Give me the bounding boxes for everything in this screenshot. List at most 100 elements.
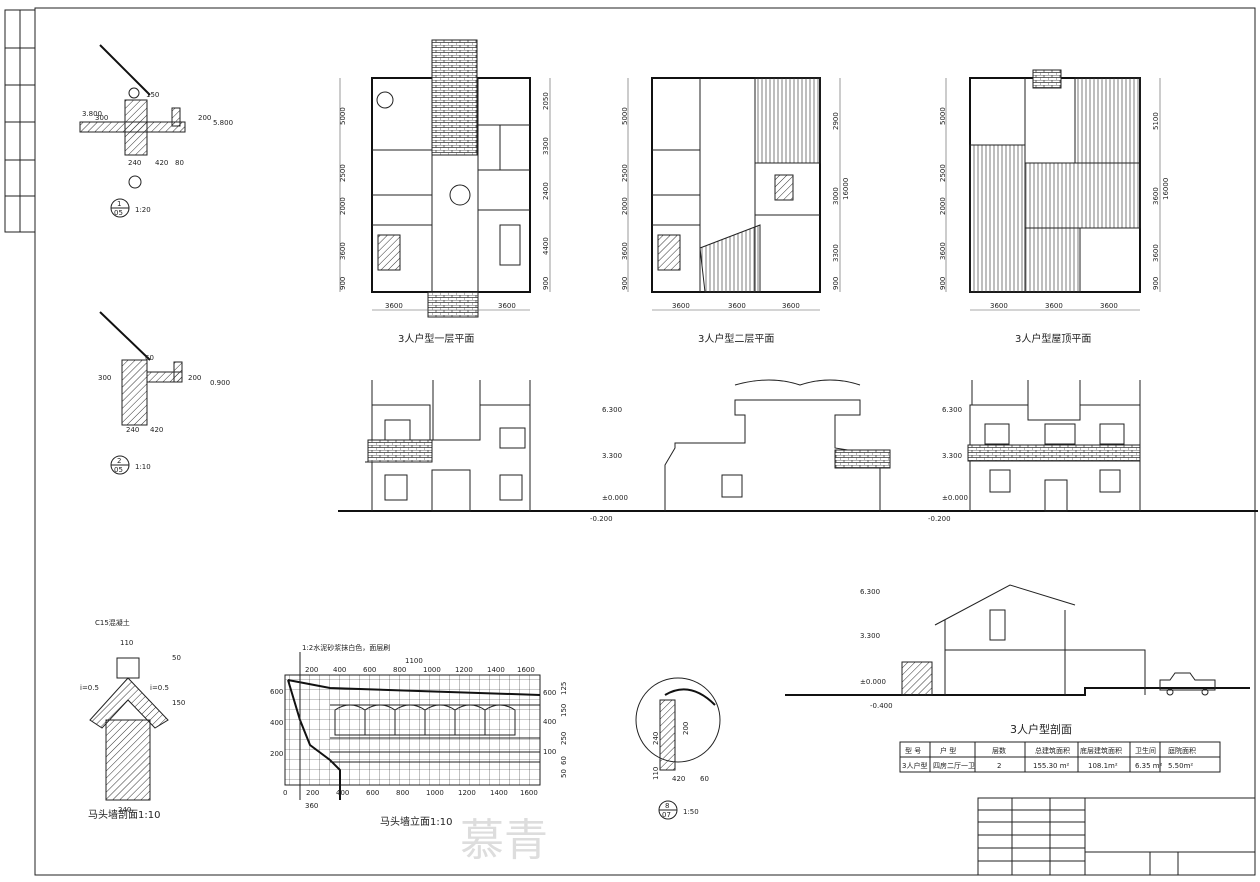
title-block [977,797,1256,876]
drawing-label: 1000 [426,789,444,797]
drawing-label: 2900 [832,112,840,130]
detail-4-ridge-elevation: 1:2水泥砂浆抹白色，面层刷 1100 200 400 600 800 1000… [270,643,568,828]
drawing-label: 0.900 [210,379,230,387]
drawing-label: 200 [270,750,283,758]
drawing-label: 3600 [672,302,690,310]
drawing-label: 6.35 m² [1135,762,1163,770]
drawing-label: 马头墙剖面1:10 [88,808,160,821]
detail-5: 240 110 420 60 200 8 07 1:50 [635,677,721,820]
drawing-label: 3.800 [82,110,102,118]
plan-ground-floor: 3600 3600 5000 2500 2000 3600 900 2050 3… [339,39,551,345]
drawing-label: 3600 [1152,244,1160,262]
drawing-label: 16000 [1162,178,1170,200]
drawing-label: 1400 [490,789,508,797]
drawing-label: 900 [1152,277,1160,290]
drawing-label: 07 [662,811,671,819]
drawing-label: 2400 [542,182,550,200]
drawing-label: 150 [560,704,568,717]
drawing-label: 3.300 [860,632,880,640]
drawing-label: 900 [832,277,840,290]
drawing-label: 200 [305,666,318,674]
drawing-label: 400 [336,789,349,797]
drawing-label: 420 [672,775,685,783]
drawing-label: 1200 [455,666,473,674]
drawing-label: 800 [393,666,406,674]
plan-title: 3人户型屋顶平面 [1015,332,1091,345]
drawing-label: 3600 [339,242,347,260]
drawing-label: 300 [95,114,108,122]
drawing-label: 8 [665,802,669,810]
drawing-label: ±0.000 [860,678,886,686]
drawing-label: 80 [175,159,184,167]
detail-3-ridge-section: C15混凝土 i=0.5 i=0.5 110 50 150 240 马头墙剖面1… [80,618,185,821]
drawing-label: 250 [560,732,568,745]
drawing-label: 3600 [782,302,800,310]
drawing-label: 900 [339,277,347,290]
drawing-label: 5000 [939,107,947,125]
drawing-label: 300 [98,374,111,382]
drawing-label: 2 [997,762,1001,770]
drawing-label: 420 [155,159,168,167]
drawing-label: 200 [198,114,211,122]
drawing-label: i=0.5 [150,684,169,692]
drawing-label: 800 [396,789,409,797]
drawing-label: 150 [172,699,185,707]
building-section: 6.300 3.300 ±0.000 -0.400 3人户型剖面 [785,584,1250,736]
drawing-label: 3600 [990,302,1008,310]
drawing-label: 底层建筑面积 [1080,746,1122,755]
drawing-label: 600 [363,666,376,674]
drawing-label: C15混凝土 [95,618,130,627]
drawing-label: 1100 [405,657,423,665]
drawing-label: 600 [366,789,379,797]
drawing-label: 1:10 [135,463,151,471]
drawing-label: -0.200 [590,515,613,523]
plan-title: 3人户型二层平面 [698,332,774,345]
drawing-label: 2500 [621,164,629,182]
drawing-label: 2500 [939,164,947,182]
drawing-label: -0.400 [870,702,893,710]
drawing-label: 6.300 [602,406,622,414]
drawing-label: 1600 [517,666,535,674]
drawing-label: 16000 [842,178,850,200]
drawing-label: 0 [283,789,287,797]
drawing-label: 360 [305,802,318,810]
drawing-label: 3600 [939,242,947,260]
drawing-label: 110 [652,767,660,780]
drawing-label: 四房二厅一卫 [933,761,975,770]
drawing-label: 5.50m² [1168,762,1193,770]
watermark: 慕青 [460,815,548,866]
drawing-label: 900 [621,277,629,290]
drawing-label: 110 [120,639,133,647]
elevations: 6.300 3.300 ±0.000 -0.200 6.300 3.300 ±0… [338,379,1258,523]
drawing-label: 3600 [728,302,746,310]
drawing-label: 2050 [542,92,550,110]
drawing-label: 200 [682,722,690,735]
drawing-label: 3600 [498,302,516,310]
drawing-label: 3.300 [942,452,962,460]
drawing-label: 2000 [339,197,347,215]
drawing-label: 240 [118,806,131,814]
drawing-label: 600 [270,688,283,696]
drawing-label: -0.200 [928,515,951,523]
drawing-label: 5.800 [213,119,233,127]
drawing-label: ±0.000 [942,494,968,502]
drawing-label: 200 [306,789,319,797]
drawing-label: 1:50 [683,808,699,816]
drawing-label: 60 [700,775,709,783]
drawing-label: 2000 [621,197,629,215]
drawing-label: 05 [114,209,123,217]
drawing-label: 155.30 m² [1033,762,1070,770]
drawing-label: 4400 [542,237,550,255]
plan-roof: 3600 3600 3600 5000 2500 2000 3600 900 5… [939,69,1170,345]
drawing-label: 3300 [542,137,550,155]
drawing-label: 1200 [458,789,476,797]
drawing-label: 100 [543,748,556,756]
drawing-label: 1600 [520,789,538,797]
drawing-label: 1:2水泥砂浆抹白色，面层刷 [302,643,390,652]
plan-second-floor: 3600 3600 3600 5000 2500 2000 3600 900 2… [621,77,850,345]
drawing-label: 240 [126,426,139,434]
drawing-label: 1000 [423,666,441,674]
drawing-label: ±0.000 [602,494,628,502]
detail-1: 300 240 420 80 200 5.800 3.800 150 1 05 … [79,44,233,218]
